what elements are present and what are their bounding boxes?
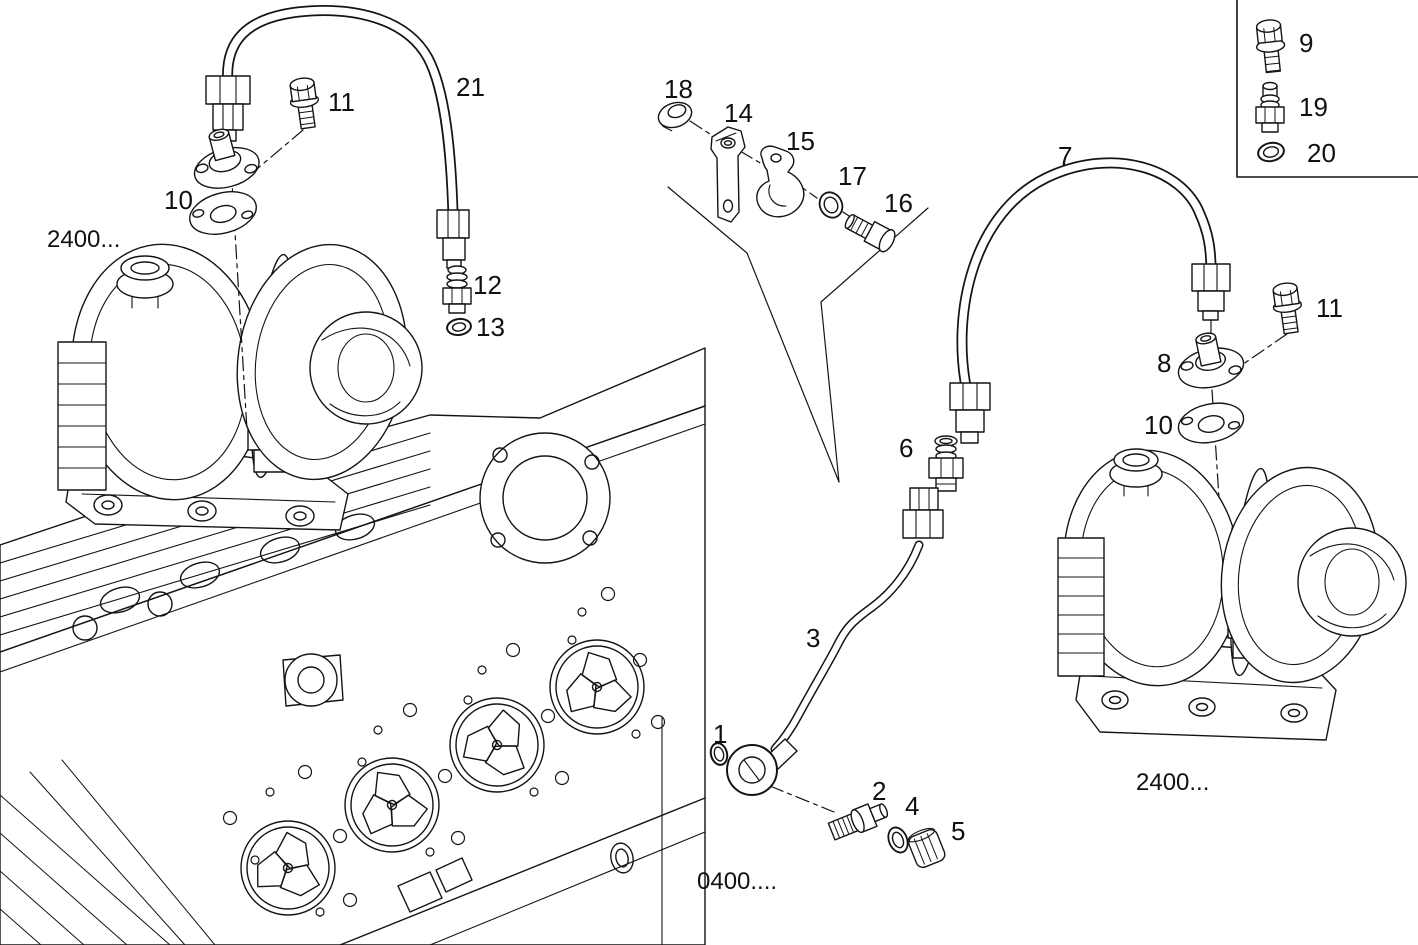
pipe-7-upper-fitting	[1191, 263, 1231, 321]
callout-3: 3	[806, 623, 820, 653]
wastegate-ribs	[1057, 537, 1105, 677]
callout-10-left: 10	[164, 185, 193, 215]
callout-17: 17	[838, 161, 867, 191]
gasket-10-right	[1177, 402, 1245, 444]
callout-9-inset: 9	[1299, 28, 1313, 58]
inset-bolt-9	[1255, 19, 1286, 74]
refcode-left-turbo: 2400...	[47, 226, 120, 253]
flange-8	[1177, 332, 1245, 389]
seal-ring-13	[446, 317, 472, 337]
bolt-16	[844, 214, 896, 253]
callout-8: 8	[1157, 348, 1171, 378]
pipe-21-right-fitting	[436, 209, 470, 269]
callout-12: 12	[473, 270, 502, 300]
gasket-10-left	[189, 191, 257, 235]
callout-1: 1	[713, 719, 727, 749]
callout-6: 6	[899, 433, 913, 463]
callout-15: 15	[786, 126, 815, 156]
callout-18: 18	[664, 74, 693, 104]
labels: 21 11 10 12 13 18 14 15 17 16 7 11 8 10 …	[47, 28, 1343, 895]
seal-ring-1	[709, 742, 729, 766]
clamp-15	[756, 145, 805, 218]
wastegate-ribs	[57, 341, 107, 491]
oil-plug	[1109, 448, 1163, 497]
washer-4	[887, 826, 909, 854]
oil-flange-left	[193, 128, 260, 189]
oil-plug	[116, 255, 174, 309]
callout-2: 2	[872, 776, 886, 806]
pipe-3-upper-fitting	[902, 487, 944, 539]
deck-bolt-holes	[222, 586, 666, 917]
union-6	[928, 435, 964, 492]
washer-17	[818, 191, 844, 219]
callout-4: 4	[905, 791, 919, 821]
callout-14: 14	[724, 98, 753, 128]
oil-pipe-7	[949, 157, 1231, 444]
callout-11-right: 11	[1316, 293, 1343, 323]
oil-pipe-21	[205, 5, 470, 269]
fitting-2	[827, 803, 889, 841]
compressor-dome	[1297, 527, 1407, 637]
block-hatch	[0, 759, 216, 945]
inset-seal-ring-20	[1257, 141, 1285, 163]
union-12	[442, 265, 472, 314]
refcode-engine-block: 0400....	[697, 868, 777, 895]
refcode-right-turbo: 2400...	[1136, 769, 1209, 796]
callout-21: 21	[456, 72, 485, 102]
callout-10-right: 10	[1144, 410, 1173, 440]
bolt-11-left	[289, 77, 320, 130]
turbocharger-right	[1057, 448, 1407, 741]
bracket-14	[710, 126, 746, 223]
callout-19-inset: 19	[1299, 92, 1328, 122]
pipe-7-lower-fitting	[949, 382, 991, 444]
inset-box	[1236, 0, 1418, 178]
cylinder-bores	[240, 639, 645, 916]
callout-5: 5	[951, 816, 965, 846]
banjo-eye	[726, 738, 798, 796]
bolt-11-right	[1272, 282, 1303, 335]
callout-13: 13	[476, 312, 505, 342]
cap-nut-5	[907, 827, 946, 869]
callout-20-inset: 20	[1307, 138, 1336, 168]
inset-union-19	[1255, 81, 1285, 133]
callout-11-left: 11	[328, 87, 355, 117]
cap-18	[657, 101, 693, 132]
callout-7: 7	[1058, 141, 1072, 171]
callout-16: 16	[884, 188, 913, 218]
oil-pipe-3	[726, 487, 944, 796]
turbocharger-left	[57, 243, 423, 531]
